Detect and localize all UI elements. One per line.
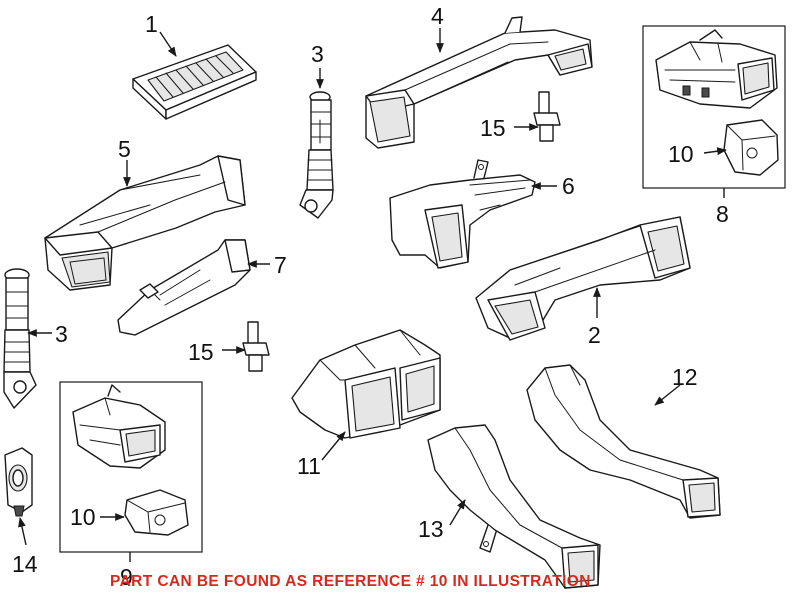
part-4-long-duct: [365, 16, 593, 149]
callout-2: 2: [588, 322, 601, 348]
callout-3-top: 3: [311, 41, 324, 67]
part-2-duct: [475, 216, 691, 341]
part-6-duct: [389, 159, 536, 269]
part-10-actuator-box-8: [723, 119, 779, 176]
callout-14: 14: [12, 551, 38, 577]
callout-1: 1: [145, 11, 158, 37]
part-3-vent-tube-left: [3, 268, 37, 409]
part-14-grommet: [4, 447, 33, 517]
part-3-vent-tube-top: [299, 91, 334, 219]
footer-note: PART CAN BE FOUND AS REFERENCE # 10 IN I…: [110, 573, 591, 590]
part-12-rear-duct: [526, 364, 721, 519]
part-8-vent-assembly: [655, 29, 778, 109]
callout-10-box-8: 10: [668, 141, 694, 167]
part-15-sensor-mid: [242, 321, 270, 372]
callout-15-top: 15: [480, 115, 506, 141]
box-8-frame: [642, 25, 786, 189]
part-11-center-duct: [291, 329, 441, 439]
callout-8: 8: [716, 201, 729, 227]
callout-9: 9: [120, 564, 133, 590]
callout-6: 6: [562, 173, 575, 199]
callout-15-mid: 15: [188, 339, 214, 365]
callouts: 1 3 4 15 10 8 5 6 7 2 3 15 12 11 10 13 1…: [12, 3, 729, 590]
part-7-slim-duct: [117, 239, 251, 336]
callout-10-box-9: 10: [70, 504, 96, 530]
part-1-grille: [132, 44, 257, 120]
callout-7: 7: [274, 252, 287, 278]
callout-11: 11: [297, 453, 321, 479]
callout-5: 5: [118, 136, 131, 162]
part-13-rear-duct: [427, 424, 601, 589]
part-10-actuator-box-9: [124, 489, 189, 536]
part-5-front-duct: [44, 155, 246, 291]
part-9-vent-assembly: [72, 384, 166, 469]
part-15-sensor-top: [533, 91, 561, 142]
callout-13: 13: [418, 516, 444, 542]
box-9-frame: [59, 381, 203, 553]
callout-4: 4: [431, 3, 444, 29]
leader-lines: [18, 28, 727, 562]
callout-3-left: 3: [55, 321, 68, 347]
callout-12: 12: [672, 364, 698, 390]
